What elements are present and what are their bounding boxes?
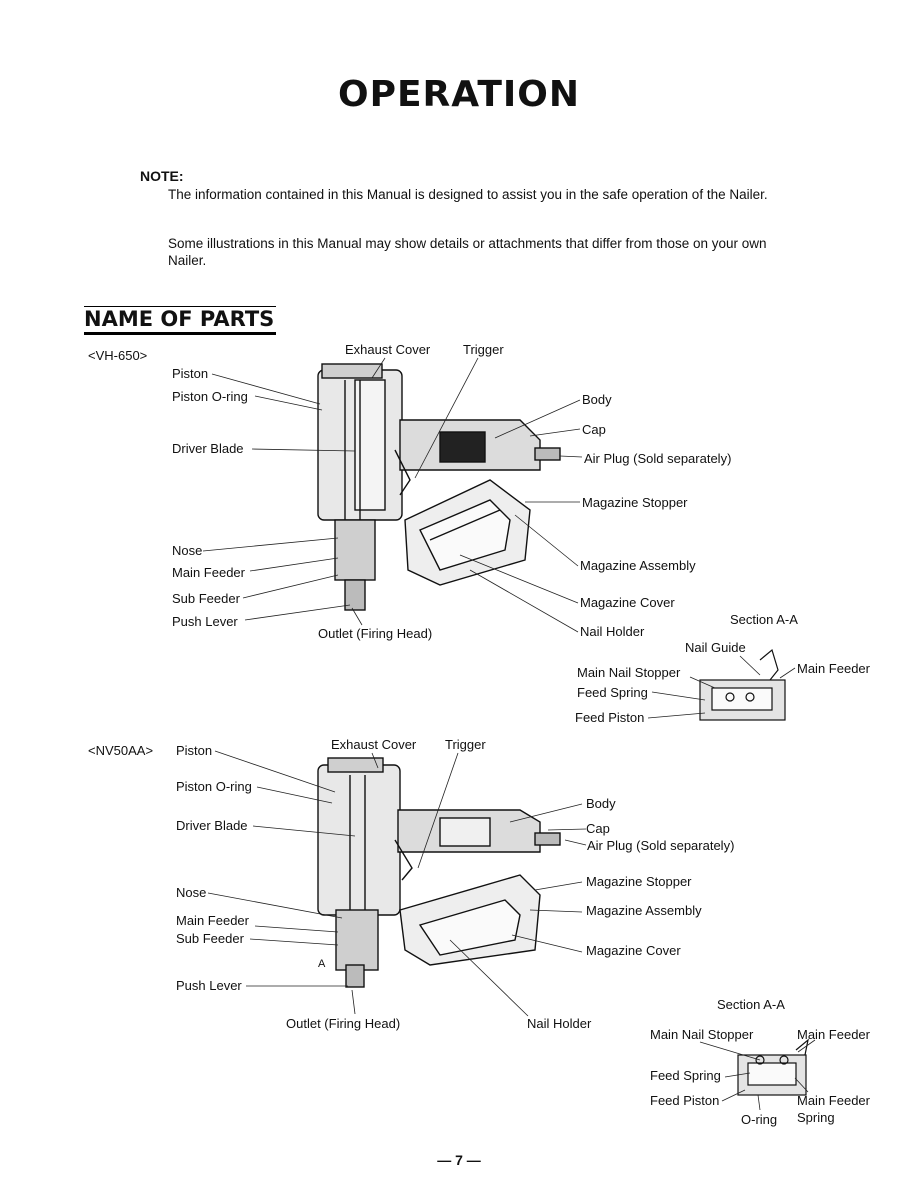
label-push-lever: Push Lever xyxy=(172,614,238,629)
page-title: OPERATION xyxy=(337,74,581,115)
page-number: — 7 — xyxy=(437,1152,481,1168)
label-magazine-assembly: Magazine Assembly xyxy=(580,558,696,573)
model-label-nv50aa: <NV50AA> xyxy=(88,743,154,758)
label-nail-holder: Nail Holder xyxy=(527,1016,592,1031)
section-title: Section A-A xyxy=(717,997,785,1012)
note-paragraph-2: Some illustrations in this Manual may sh… xyxy=(168,236,767,268)
label-trigger: Trigger xyxy=(445,737,486,752)
label-nose: Nose xyxy=(172,543,203,558)
label-sub-feeder: Sub Feeder xyxy=(172,591,240,606)
label-feed-spring: Feed Spring xyxy=(577,685,648,700)
nv50aa-section-aa xyxy=(737,1038,809,1096)
label-sub-feeder: Sub Feeder xyxy=(176,931,244,946)
label-piston: Piston xyxy=(176,743,213,758)
label-section-main-feeder: Main Feeder xyxy=(797,1027,870,1042)
label-exhaust-cover: Exhaust Cover xyxy=(345,342,431,357)
section-marker-a: A xyxy=(318,958,326,970)
label-magazine-cover: Magazine Cover xyxy=(580,595,675,610)
nv50aa-illustration xyxy=(317,757,561,988)
note-heading: NOTE: xyxy=(140,168,184,184)
label-cap: Cap xyxy=(586,821,610,836)
label-body: Body xyxy=(586,796,616,811)
vh650-illustration xyxy=(317,363,561,611)
label-main-feeder-spring-2: Spring xyxy=(797,1110,835,1125)
nv50aa-section-leaders xyxy=(699,1039,816,1111)
label-main-nail-stopper: Main Nail Stopper xyxy=(650,1027,754,1042)
label-main-feeder-spring-1: Main Feeder xyxy=(797,1093,870,1108)
label-magazine-assembly: Magazine Assembly xyxy=(586,903,702,918)
label-feed-spring: Feed Spring xyxy=(650,1068,721,1083)
label-piston-oring: Piston O-ring xyxy=(172,389,248,404)
label-main-feeder: Main Feeder xyxy=(176,913,249,928)
label-push-lever: Push Lever xyxy=(176,978,242,993)
label-section-main-feeder: Main Feeder xyxy=(797,661,870,676)
label-nail-guide: Nail Guide xyxy=(685,640,746,655)
nv50aa-leader-lines xyxy=(207,750,587,1017)
section-heading: NAME OF PARTS xyxy=(84,306,277,335)
label-piston-oring: Piston O-ring xyxy=(176,779,252,794)
label-nail-holder: Nail Holder xyxy=(580,624,645,639)
label-exhaust-cover: Exhaust Cover xyxy=(331,737,417,752)
label-feed-piston: Feed Piston xyxy=(575,710,645,725)
label-feed-piston: Feed Piston xyxy=(650,1093,720,1108)
label-magazine-stopper: Magazine Stopper xyxy=(582,495,688,510)
vh650-section-aa xyxy=(699,648,786,721)
label-outlet: Outlet (Firing Head) xyxy=(318,626,433,641)
note-paragraph-1: The information contained in this Manual… xyxy=(168,187,768,202)
label-trigger: Trigger xyxy=(463,342,504,357)
model-label-vh650: <VH-650> xyxy=(88,348,148,363)
label-main-feeder: Main Feeder xyxy=(172,565,245,580)
label-oring: O-ring xyxy=(741,1112,778,1127)
label-driver-blade: Driver Blade xyxy=(172,441,244,456)
label-air-plug: Air Plug (Sold separately) xyxy=(584,451,732,466)
label-magazine-cover: Magazine Cover xyxy=(586,943,681,958)
section-title: Section A-A xyxy=(730,612,798,627)
label-driver-blade: Driver Blade xyxy=(176,818,248,833)
label-main-nail-stopper: Main Nail Stopper xyxy=(577,665,681,680)
label-piston: Piston xyxy=(172,366,209,381)
label-nose: Nose xyxy=(176,885,207,900)
label-air-plug: Air Plug (Sold separately) xyxy=(587,838,735,853)
vh650-section-leaders xyxy=(647,655,796,719)
label-outlet: Outlet (Firing Head) xyxy=(286,1016,401,1031)
vh650-leader-lines xyxy=(202,357,583,633)
label-magazine-stopper: Magazine Stopper xyxy=(586,874,692,889)
label-cap: Cap xyxy=(582,422,606,437)
label-body: Body xyxy=(582,392,612,407)
